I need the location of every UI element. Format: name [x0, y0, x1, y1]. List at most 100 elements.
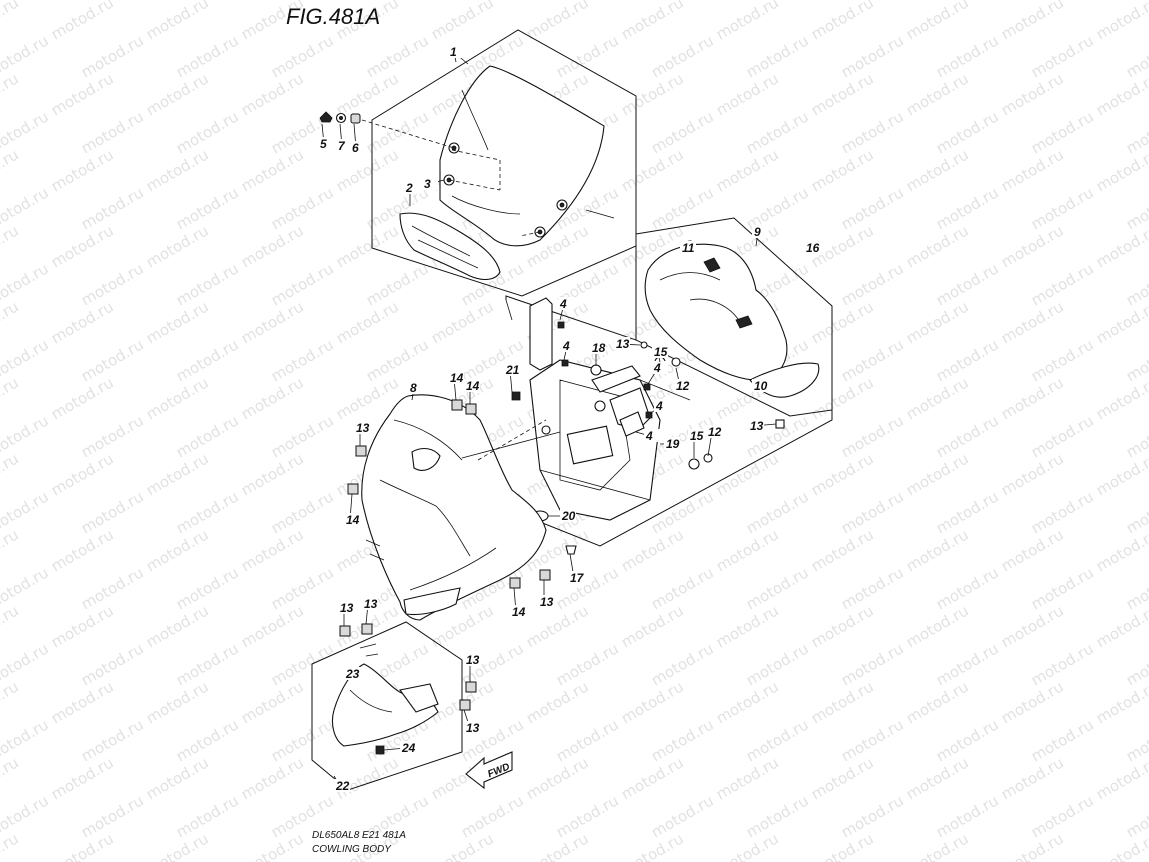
watermark-text: motod.ru: [713, 753, 782, 803]
watermark-text: motod.ru: [838, 335, 907, 385]
watermark-text: motod.ru: [648, 31, 717, 81]
callout-number: 2: [405, 181, 413, 195]
watermark-text: motod.ru: [1093, 449, 1149, 499]
watermark-text: motod.ru: [78, 107, 147, 157]
watermark-text: motod.ru: [903, 525, 972, 575]
watermark-text: motod.ru: [0, 677, 22, 727]
callout-backdrop: [748, 419, 764, 432]
callout-backdrop: [688, 429, 704, 442]
watermark-text: motod.ru: [903, 145, 972, 195]
watermark-text: motod.ru: [173, 791, 242, 841]
callout-number: 17: [570, 571, 585, 585]
callout-number: 20: [561, 509, 576, 523]
watermark-text: motod.ru: [838, 183, 907, 233]
watermark-text: motod.ru: [173, 563, 242, 613]
callout-number: 12: [676, 379, 690, 393]
callout-backdrop: [400, 741, 416, 754]
watermark-text: motod.ru: [808, 373, 877, 423]
callout-number: 19: [666, 437, 680, 451]
watermark-text: motod.ru: [458, 791, 527, 841]
watermark-text: motod.ru: [78, 639, 147, 689]
watermark-text: motod.ru: [143, 145, 212, 195]
callout-number: 13: [540, 595, 554, 609]
watermark-text: motod.ru: [333, 69, 402, 119]
watermark-text: motod.ru: [428, 297, 497, 347]
group-box-lower-cover: [311, 621, 477, 791]
callout-number: 13: [466, 653, 480, 667]
watermark-text: motod.ru: [48, 753, 117, 803]
watermark-text: motod.ru: [0, 829, 22, 862]
watermark-text: motod.ru: [838, 639, 907, 689]
watermark-text: motod.ru: [903, 221, 972, 271]
watermark-text: motod.ru: [238, 449, 307, 499]
watermark-text: motod.ru: [933, 715, 1002, 765]
watermark-text: motod.ru: [998, 145, 1067, 195]
watermark-text: motod.ru: [143, 525, 212, 575]
callout-number: 10: [754, 379, 768, 393]
watermark-text: motod.ru: [808, 525, 877, 575]
watermark-text: motod.ru: [1028, 107, 1097, 157]
cowling-body: [339, 394, 561, 637]
watermark-text: motod.ru: [618, 525, 687, 575]
watermark-text: motod.ru: [553, 639, 622, 689]
watermark-text: motod.ru: [523, 677, 592, 727]
watermark-text: motod.ru: [143, 297, 212, 347]
callout-backdrop: [422, 177, 438, 190]
callout-backdrop: [752, 379, 768, 392]
callout-backdrop: [448, 371, 464, 384]
watermark-text: motod.ru: [238, 373, 307, 423]
watermark-text: motod.ru: [523, 753, 592, 803]
watermark-text: motod.ru: [143, 373, 212, 423]
watermark-text: motod.ru: [903, 449, 972, 499]
callout-backdrop: [652, 361, 668, 374]
watermark-text: motod.ru: [838, 411, 907, 461]
watermark-text: motod.ru: [808, 753, 877, 803]
watermark-text: motod.ru: [808, 297, 877, 347]
watermark-text: motod.ru: [268, 31, 337, 81]
watermark-text: motod.ru: [838, 31, 907, 81]
watermark-text: motod.ru: [268, 487, 337, 537]
watermark-text: motod.ru: [808, 449, 877, 499]
watermark-text: motod.ru: [1093, 373, 1149, 423]
watermark-text: motod.ru: [78, 715, 147, 765]
watermark-text: motod.ru: [808, 0, 877, 43]
watermark-text: motod.ru: [998, 601, 1067, 651]
watermark-text: motod.ru: [48, 0, 117, 43]
watermark-text: motod.ru: [618, 145, 687, 195]
watermark-text: motod.ru: [713, 525, 782, 575]
watermark-text: motod.ru: [0, 69, 22, 119]
callout-backdrop: [664, 437, 680, 450]
watermark-text: motod.ru: [903, 69, 972, 119]
watermark-text: motod.ru: [143, 677, 212, 727]
watermark-text: motod.ru: [333, 297, 402, 347]
watermark-text: motod.ru: [933, 487, 1002, 537]
watermark-text: motod.ru: [0, 0, 22, 43]
watermark-text: motod.ru: [998, 0, 1067, 43]
callout-backdrop: [644, 429, 660, 442]
watermark-text: motod.ru: [838, 791, 907, 841]
watermark-text: motod.ru: [838, 107, 907, 157]
watermark-text: motod.ru: [78, 183, 147, 233]
callout-backdrop: [408, 381, 424, 394]
watermark-text: motod.ru: [48, 221, 117, 271]
callout-backdrop: [334, 779, 350, 792]
group-box-frame: [505, 246, 833, 547]
watermark-text: motod.ru: [713, 0, 782, 43]
callout-number: 24: [401, 741, 416, 755]
callout-number: 6: [352, 141, 359, 155]
callout-backdrop: [510, 605, 526, 618]
watermark-text: motod.ru: [78, 31, 147, 81]
watermark-text: motod.ru: [903, 0, 972, 43]
watermark-text: motod.ru: [998, 373, 1067, 423]
callout-backdrop: [344, 513, 360, 526]
watermark-text: motod.ru: [713, 145, 782, 195]
callout-number: 4: [653, 361, 661, 375]
callout-number: 14: [512, 605, 526, 619]
watermark-text: motod.ru: [523, 601, 592, 651]
watermark-text: motod.ru: [903, 753, 972, 803]
watermark-text: motod.ru: [553, 563, 622, 613]
watermark-text: motod.ru: [838, 487, 907, 537]
watermark-text: motod.ru: [553, 715, 622, 765]
watermark-text: motod.ru: [0, 601, 22, 651]
